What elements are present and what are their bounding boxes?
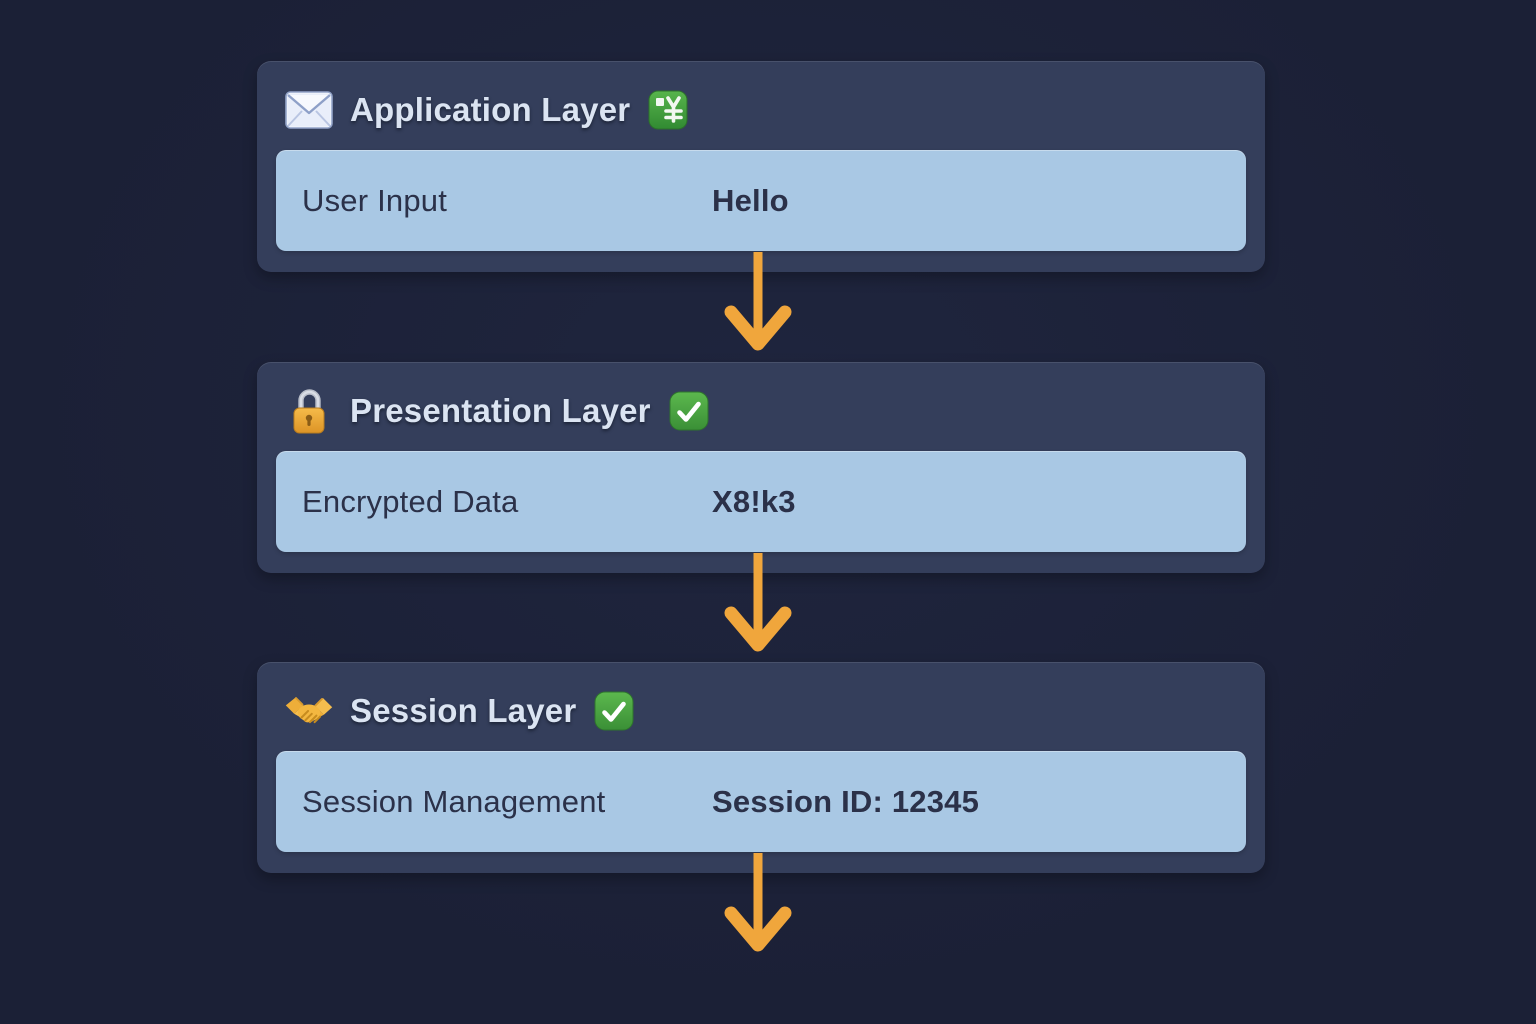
row-value: Hello: [712, 182, 789, 218]
row-label: Encrypted Data: [302, 483, 519, 519]
row-value: Session ID: 12345: [712, 783, 980, 819]
application-layer-header: Application Layer: [257, 61, 1265, 133]
session-data-row: Session Management Session ID: 12345: [276, 751, 1246, 852]
check-badge-icon: [669, 391, 709, 431]
session-layer-title: Session Layer: [350, 692, 577, 729]
application-layer-title: Application Layer: [350, 91, 631, 128]
down-arrow-icon: [724, 252, 792, 351]
session-layer-card: Session Layer Session Management Session…: [257, 662, 1265, 873]
row-label: Session Management: [302, 783, 606, 819]
check-badge-icon: [594, 691, 634, 731]
row-label: User Input: [302, 182, 448, 218]
application-data-row: User Input Hello: [276, 150, 1246, 251]
presentation-layer-card: Presentation Layer Encrypted Data X8!k3: [257, 362, 1265, 573]
session-layer-header: Session Layer: [257, 662, 1265, 734]
envelope-icon: [283, 86, 335, 134]
presentation-data-row: Encrypted Data X8!k3: [276, 451, 1246, 552]
down-arrow-icon: [724, 553, 792, 652]
handshake-icon: [283, 687, 335, 735]
green-symbol-badge-icon: [648, 90, 688, 130]
presentation-layer-header: Presentation Layer: [257, 362, 1265, 434]
down-arrow-icon: [724, 853, 792, 952]
application-layer-card: Application Layer User Input Hello: [257, 61, 1265, 272]
lock-icon: [283, 387, 335, 435]
presentation-layer-title: Presentation Layer: [350, 392, 651, 429]
row-value: X8!k3: [712, 483, 796, 519]
